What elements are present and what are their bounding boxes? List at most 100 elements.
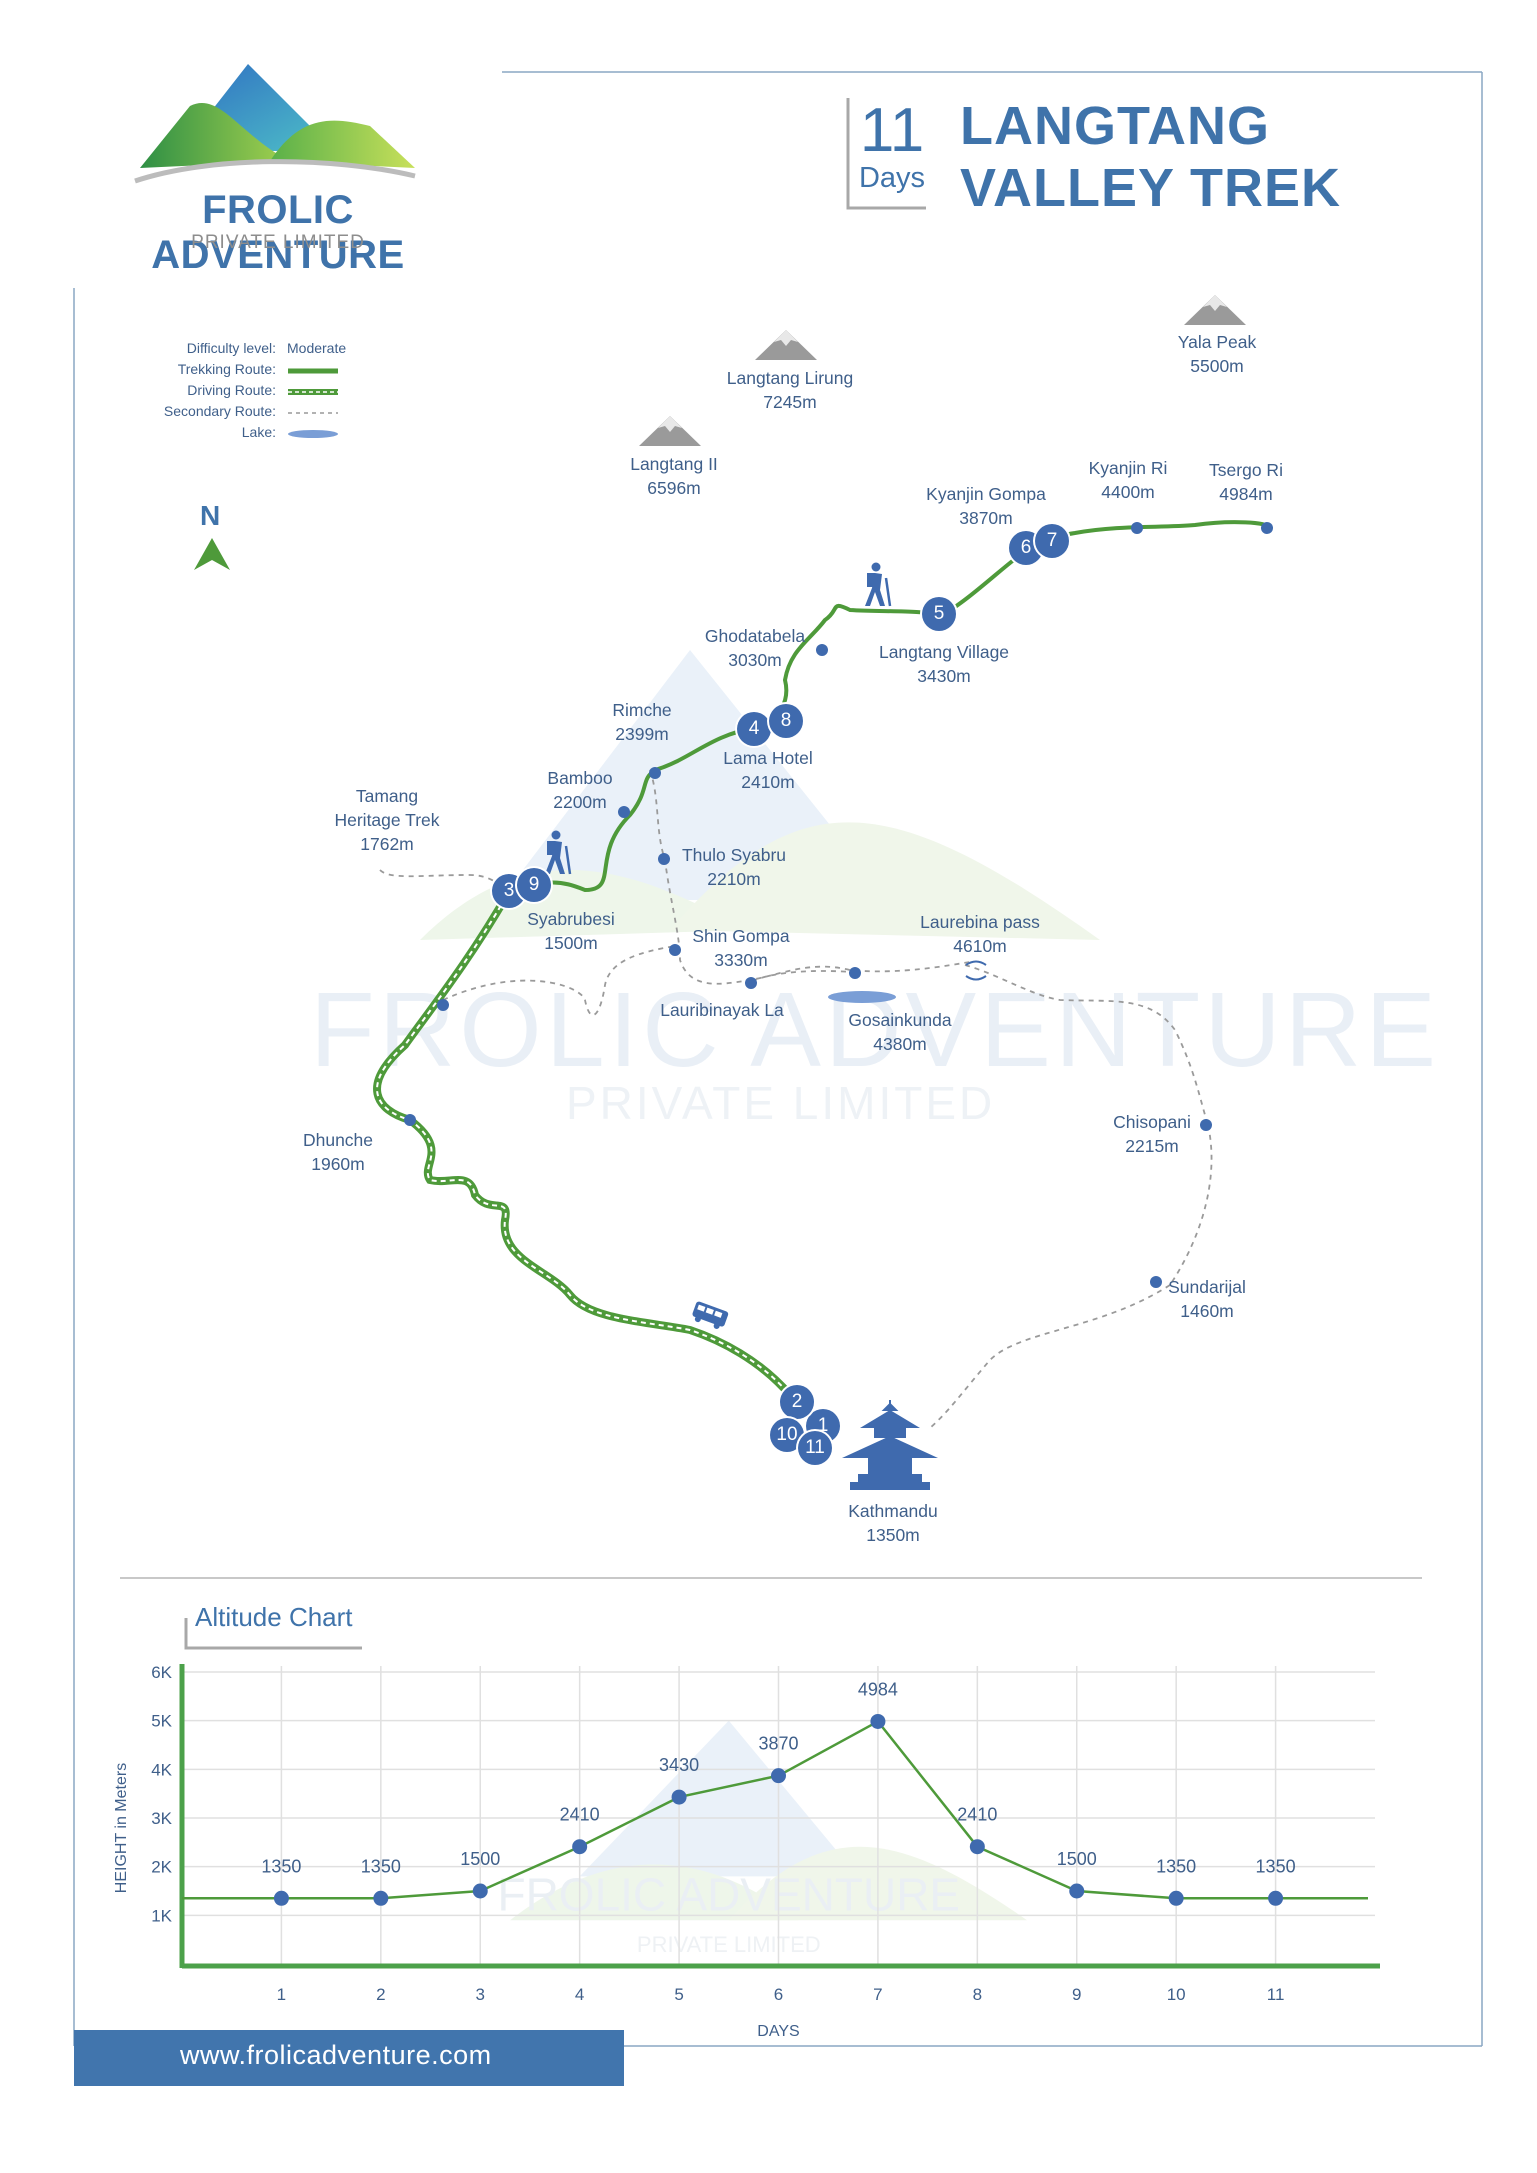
legend-secondary-key: Secondary Route: xyxy=(163,403,276,419)
x-tick-label: 7 xyxy=(873,1985,882,2004)
y-tick-label: 2K xyxy=(151,1858,172,1877)
chart-watermark-subtext: PRIVATE LIMITED xyxy=(637,1932,821,1957)
x-tick-label: 8 xyxy=(973,1985,982,2004)
waypoint-marker: 2 xyxy=(780,1385,814,1419)
map-label-lauribinayak-la: Lauribinayak La xyxy=(660,1000,784,1020)
y-axis-label: HEIGHT in Meters xyxy=(113,1763,130,1893)
altitude-point xyxy=(572,1839,588,1855)
legend-lake-key: Lake: xyxy=(241,424,276,440)
legend-driving-key: Driving Route: xyxy=(187,382,276,398)
x-tick-label: 10 xyxy=(1167,1985,1186,2004)
y-tick-label: 1K xyxy=(151,1906,172,1925)
chart-watermark-text: FROLIC ADVENTURE xyxy=(497,1868,960,1920)
y-tick-label: 3K xyxy=(151,1809,172,1828)
chart-title: Altitude Chart xyxy=(195,1602,353,1632)
altitude-point xyxy=(771,1768,786,1784)
watermark-subtitle: PRIVATE LIMITED xyxy=(566,1077,996,1129)
x-tick-label: 4 xyxy=(575,1985,584,2004)
altitude-point xyxy=(1268,1890,1284,1906)
waypoint-marker: 9 xyxy=(517,868,551,902)
legend-difficulty-value: Moderate xyxy=(287,340,347,356)
x-tick-label: 5 xyxy=(674,1985,683,2004)
legend-difficulty-key: Difficulty level: xyxy=(186,340,276,356)
altitude-point xyxy=(1069,1883,1085,1899)
x-axis-label: DAYS xyxy=(757,2023,799,2040)
bus-icon xyxy=(692,1301,729,1329)
days-label: Days xyxy=(858,162,926,194)
altitude-point xyxy=(1168,1890,1184,1906)
days-number: 11 xyxy=(859,96,925,165)
legend-swatches xyxy=(288,368,338,438)
mountain-peak-icon xyxy=(1184,295,1246,325)
x-tick-label: 9 xyxy=(1072,1985,1081,2004)
altitude-data-label: 2410 xyxy=(560,1805,600,1825)
altitude-point xyxy=(870,1713,886,1729)
north-arrow-icon xyxy=(194,538,230,570)
route-map xyxy=(373,520,1273,1429)
hiker-icon xyxy=(545,830,572,875)
altitude-data-label: 1500 xyxy=(460,1849,500,1869)
altitude-point xyxy=(373,1890,389,1906)
altitude-data-label: 1500 xyxy=(1057,1849,1097,1869)
mountain-peak-icon xyxy=(755,330,817,360)
x-tick-label: 1 xyxy=(277,1985,286,2004)
altitude-data-label: 1350 xyxy=(261,1856,301,1876)
altitude-data-label: 2410 xyxy=(957,1805,997,1825)
altitude-data-label: 1350 xyxy=(1156,1856,1196,1876)
watermark-brand: FROLIC ADVENTURE xyxy=(310,971,1441,1089)
trek-title-line2: VALLEY TREK xyxy=(960,158,1342,218)
altitude-data-label: 1350 xyxy=(1256,1856,1296,1876)
altitude-data-label: 4984 xyxy=(858,1679,898,1699)
y-tick-label: 4K xyxy=(151,1760,172,1779)
altitude-point xyxy=(273,1890,289,1906)
hiker-icon xyxy=(865,562,892,607)
legend-trekking-key: Trekking Route: xyxy=(177,361,276,377)
mountain-peak-icon xyxy=(639,416,701,446)
altitude-data-label: 3430 xyxy=(659,1755,699,1775)
x-tick-label: 3 xyxy=(476,1985,485,2004)
altitude-point xyxy=(969,1839,985,1855)
waypoint-marker: 8 xyxy=(769,704,803,738)
y-tick-label: 6K xyxy=(151,1663,172,1682)
chart-watermark-hill xyxy=(510,1864,799,1921)
x-tick-label: 6 xyxy=(774,1985,783,2004)
chart-watermark-mountain xyxy=(579,1720,859,1877)
secondary-routes xyxy=(379,769,1213,1429)
x-tick-label: 11 xyxy=(1267,1985,1285,2004)
altitude-point xyxy=(472,1883,488,1899)
website-link[interactable]: www.frolicadventure.com xyxy=(180,2040,492,2070)
temple-icon xyxy=(842,1400,938,1490)
waypoint-marker: 11 xyxy=(798,1431,832,1465)
waypoint-marker: 5 xyxy=(922,597,956,631)
brand-subtitle: PRIVATE LIMITED xyxy=(191,232,365,253)
north-label: N xyxy=(200,500,221,531)
trek-title-line1: LANGTANG xyxy=(960,96,1270,156)
brand-name: FROLIC ADVENTURE xyxy=(151,188,405,277)
altitude-data-label: 1350 xyxy=(361,1856,401,1876)
altitude-chart: FROLIC ADVENTURE PRIVATE LIMITED 1K 2K 3K 4K 5… xyxy=(113,1663,1380,2040)
altitude-point xyxy=(671,1789,687,1805)
waypoint-marker: 7 xyxy=(1035,524,1069,558)
footer-bar xyxy=(74,2030,624,2086)
